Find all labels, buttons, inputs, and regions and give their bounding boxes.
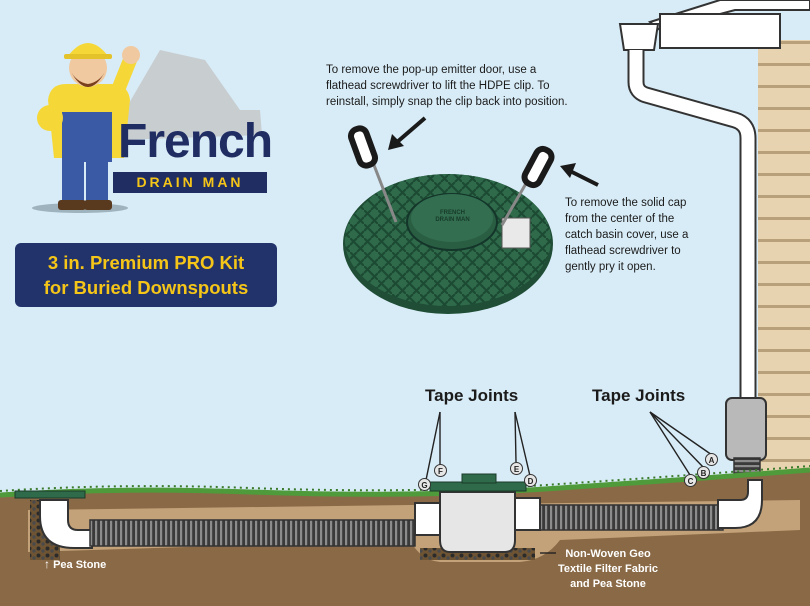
downspout [618,23,767,483]
elbow-fitting [717,479,763,529]
kit-title-box: 3 in. Premium PRO Kit for Buried Downspo… [15,243,277,307]
pea-stone-label-text: Pea Stone [53,559,107,571]
joint-marker-f: F [434,464,447,477]
joint-marker-d: D [524,474,537,487]
joint-marker-e: E [510,462,523,475]
joint-marker-c: C [684,474,697,487]
fabric-label-line: Non-Woven Geo [565,548,651,560]
kit-title-line1: 3 in. Premium PRO Kit [47,252,245,273]
cap-note-line: flathead screwdriver to [565,245,681,257]
screwdriver-right [500,145,555,226]
joint-marker-g: G [418,478,431,491]
cap-note-line: catch basin cover, use a [565,229,689,241]
fabric-label: Non-Woven Geo Textile Filter Fabric and … [548,547,668,592]
mascot [32,43,262,213]
fascia [659,13,781,49]
emitter-note-line: flathead screwdriver to lift the HDPE cl… [326,80,550,92]
catch-basin-cover [343,174,553,314]
gutter [618,23,660,51]
kit-title-line2: for Buried Downspouts [43,277,249,298]
emitter-instructions: To remove the pop-up emitter door, use a… [326,62,616,110]
tape-joints-label-right: Tape Joints [592,386,686,405]
cover-brand-text: FRENCH DRAIN MAN [435,210,470,223]
corrugated-pipe-left [89,519,416,547]
instruction-arrows [388,116,599,187]
fabric-label-line: and Pea Stone [570,578,646,590]
up-arrow-icon: ↑ [44,557,50,571]
pea-stone-label: ↑ Pea Stone [44,557,106,573]
brand-subtitle: DRAIN MAN [113,172,267,193]
cap-instructions: To remove the solid cap from the center … [565,195,735,275]
emitter-note-line: To remove the pop-up emitter door, use a [326,64,537,76]
joint-marker-a: A [705,453,718,466]
cap-note-line: To remove the solid cap [565,197,687,209]
emitter-note-line: reinstall, simply snap the clip back int… [326,96,568,108]
fabric-label-line: Textile Filter Fabric [557,563,659,575]
brand-wordmark: French [118,115,273,168]
tape-joint-pointers [425,411,713,554]
screwdriver-left [347,125,398,223]
joint-marker-b: B [697,466,710,479]
downspout-adapter [725,397,767,461]
grass-line [0,467,810,498]
tape-joints-label-left: Tape Joints [425,386,519,405]
dump-truck-silhouette [118,50,262,140]
cap-note-line: from the center of the [565,213,675,225]
cap-note-line: gently pry it open. [565,261,656,273]
catch-basin [414,473,541,553]
corrugated-pipe-right [537,504,724,531]
